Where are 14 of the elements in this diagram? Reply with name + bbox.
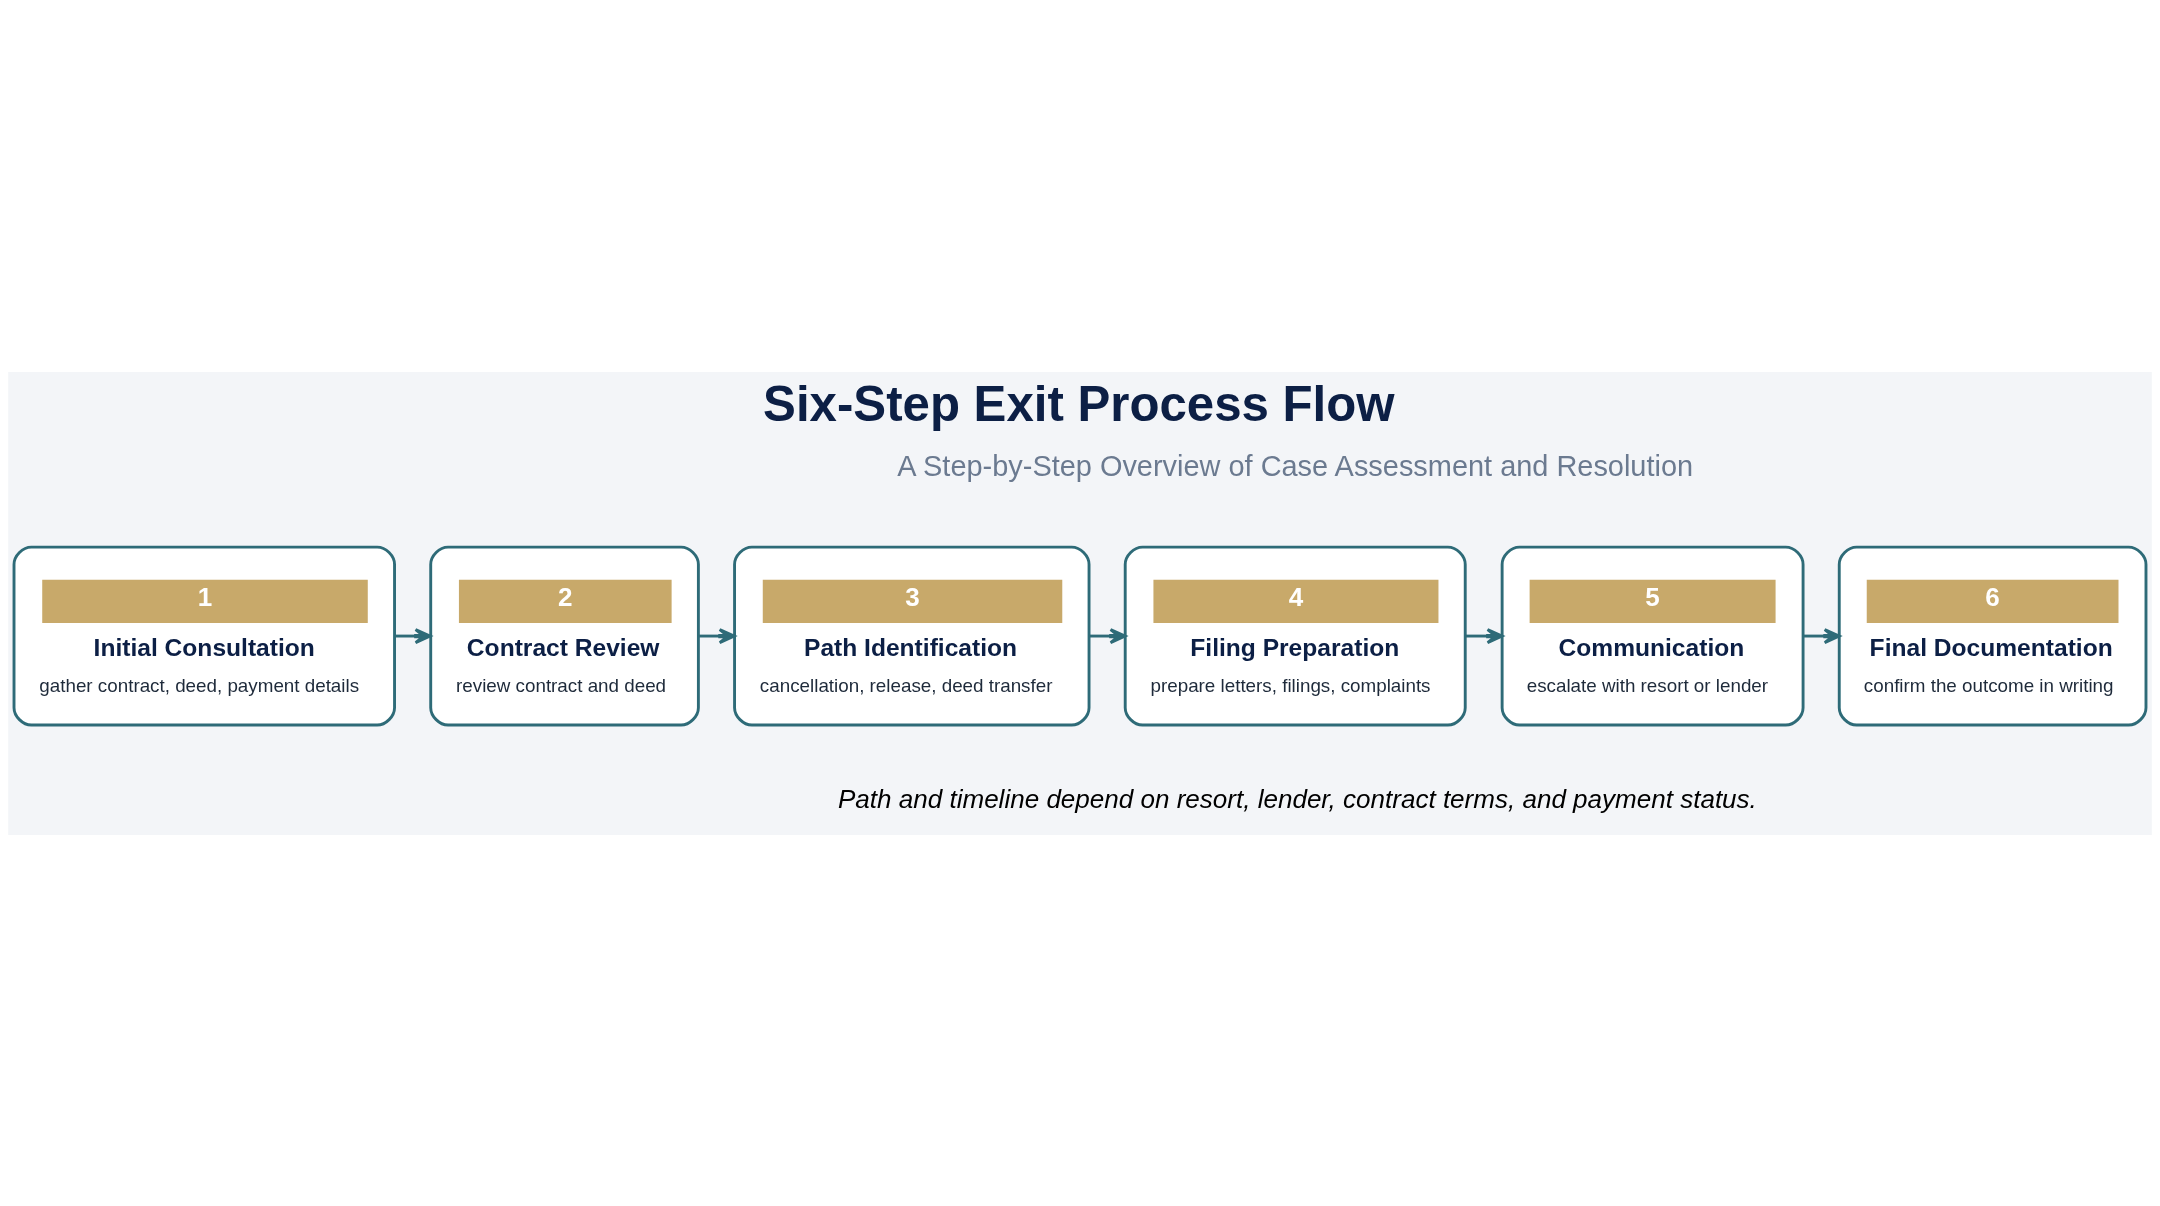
node-box: 2 Contract Review review contract and deed [429,545,700,726]
node-box: 1 Initial Consultation gather contract, deed, payment details [12,545,396,726]
arrow [1803,627,1841,644]
arrow [1465,627,1504,644]
diagram-title: Six-Step Exit Process Flow [763,375,1395,431]
arrow [1089,627,1127,644]
arrow [394,627,432,644]
arrow [698,627,736,644]
node-box: 6 Final Documentation confirm the outcome in writing [1837,545,2148,726]
node-box: 3 Path Identification cancellation, release, deed transfer [733,545,1091,726]
label: A Step-by-Step Overview of Case Assessment and Resolution [897,449,1694,482]
node-box: 4 Filing Preparation prepare letters, filings, complaints [1123,545,1467,726]
node-box: 5 Communication escalate with resort or lender [1500,545,1805,726]
caption: Path and timeline depend on resort, lender, contract terms, and payment status. [838,783,1757,814]
